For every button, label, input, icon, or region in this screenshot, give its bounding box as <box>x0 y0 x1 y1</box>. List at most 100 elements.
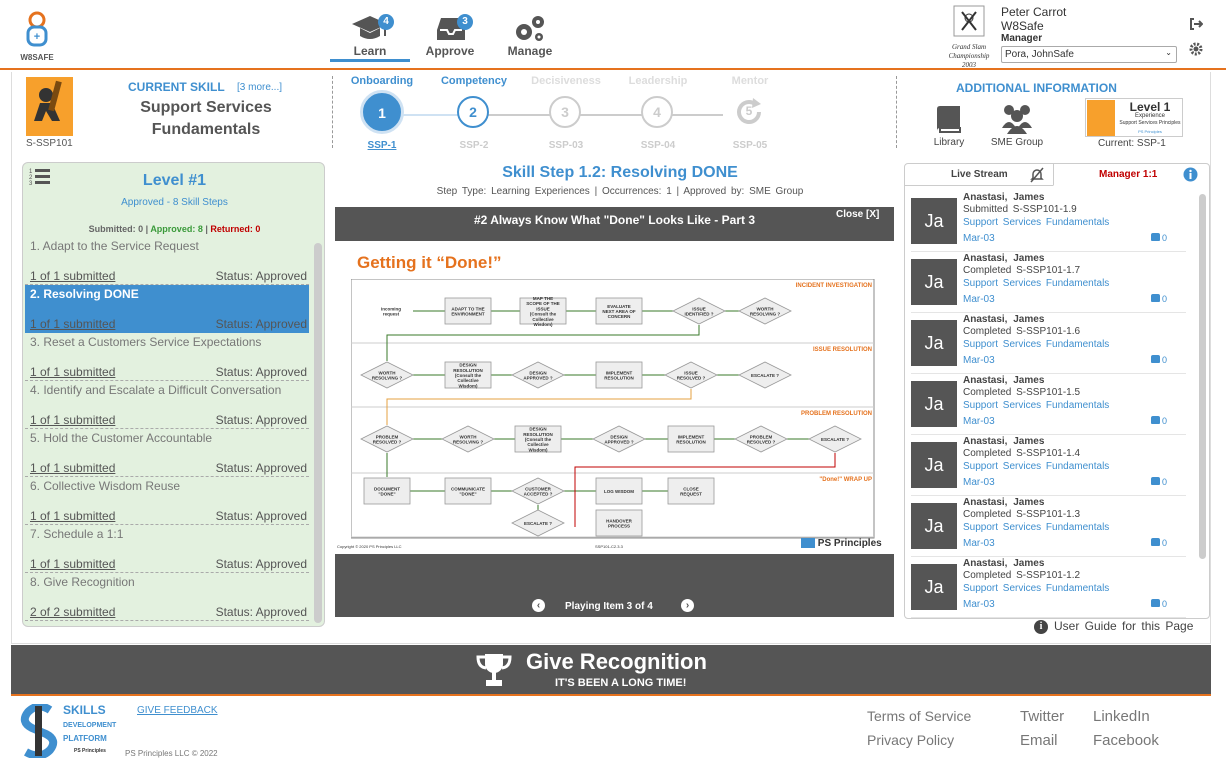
skill-step-item[interactable]: 4. Identify and Escalate a Difficult Con… <box>25 381 309 429</box>
list-scrollbar[interactable] <box>314 243 322 623</box>
next-button[interactable]: › <box>681 599 694 612</box>
user-org: W8Safe <box>1001 19 1044 33</box>
like-button[interactable]: 0 <box>1151 416 1167 426</box>
library-link[interactable]: Library <box>926 102 972 148</box>
nav-approve-label: Approve <box>425 44 475 58</box>
stream-skill-link[interactable]: Support Services Fundamentals <box>963 522 1110 533</box>
step-mentor[interactable]: Mentor 5 SSP-05 <box>705 72 795 151</box>
stream-action: Completed S-SSP101-1.5 <box>963 387 1081 398</box>
skill-step-status: Status: Approved <box>215 413 307 427</box>
user-role: Manager <box>1001 33 1043 44</box>
sdp-logo-icon[interactable] <box>18 704 60 758</box>
skill-image[interactable] <box>26 77 73 136</box>
like-button[interactable]: 0 <box>1151 599 1167 609</box>
flow-box <box>363 477 411 505</box>
step-leadership[interactable]: Leadership 4 SSP-04 <box>613 72 703 151</box>
w8safe-logo[interactable]: + W8SAFE <box>18 10 56 62</box>
more-skills-link[interactable]: [3 more...] <box>237 82 283 93</box>
nav-approve[interactable]: 3 Approve <box>410 12 490 62</box>
step-onboarding[interactable]: Onboarding 1 SSP-1 <box>337 72 427 151</box>
flow-node-label: ESCALATE ? <box>524 521 552 526</box>
stream-skill-link[interactable]: Support Services Fundamentals <box>963 278 1110 289</box>
avatar: Ja <box>911 198 957 244</box>
video-close-button[interactable]: Close [X] <box>836 209 880 220</box>
settings-gear-icon[interactable] <box>1189 42 1203 56</box>
stream-skill-link[interactable]: Support Services Fundamentals <box>963 339 1110 350</box>
like-button[interactable]: 0 <box>1151 538 1167 548</box>
linkedin-link[interactable]: LinkedIn <box>1093 708 1150 725</box>
like-button[interactable]: 0 <box>1151 294 1167 304</box>
skill-step-status: Status: Approved <box>215 365 307 379</box>
w8safe-logo-icon: + <box>26 11 48 47</box>
step-wizard: Onboarding 1 SSP-1 Competency 2 SSP-2 De… <box>337 72 797 152</box>
notifications-muted-icon[interactable] <box>1029 167 1045 183</box>
terms-link[interactable]: Terms of Service <box>867 708 972 724</box>
like-button[interactable]: 0 <box>1151 233 1167 243</box>
user-select[interactable]: Pora, JohnSafe ⌄ <box>1001 46 1177 63</box>
skill-step-submitted-link[interactable]: 1 of 1 submitted <box>30 461 116 475</box>
facebook-link[interactable]: Facebook <box>1093 732 1159 749</box>
like-button[interactable]: 0 <box>1151 477 1167 487</box>
flow-box <box>514 425 562 453</box>
numbered-list-icon[interactable]: 123 <box>29 167 51 187</box>
flow-box <box>667 477 715 505</box>
skill-step-submitted-link[interactable]: 2 of 2 submitted <box>30 605 116 619</box>
skill-step-submitted-link[interactable]: 1 of 1 submitted <box>30 413 116 427</box>
skill-step-submitted-link[interactable]: 1 of 1 submitted <box>30 509 116 523</box>
flow-connector <box>574 453 836 527</box>
skill-step-submitted-link[interactable]: 1 of 1 submitted <box>30 317 116 331</box>
stream-skill-link[interactable]: Support Services Fundamentals <box>963 583 1110 594</box>
skill-step-submitted-link[interactable]: 1 of 1 submitted <box>30 365 116 379</box>
nav-learn[interactable]: 4 Learn <box>330 12 410 62</box>
twitter-link[interactable]: Twitter <box>1020 708 1065 725</box>
stream-date: Mar-03 <box>963 477 995 488</box>
step-competency[interactable]: Competency 2 SSP-2 <box>429 72 519 151</box>
nav-manage[interactable]: Manage <box>490 12 570 62</box>
stream-skill-link[interactable]: Support Services Fundamentals <box>963 400 1110 411</box>
skill-step-submitted-link[interactable]: 1 of 1 submitted <box>30 557 116 571</box>
email-link[interactable]: Email <box>1020 732 1058 749</box>
submitted-count: 0 <box>138 224 144 234</box>
sme-group-link[interactable]: SME Group <box>986 102 1048 148</box>
thumbs-up-icon <box>1151 233 1160 241</box>
give-recognition-banner[interactable]: Give Recognition IT'S BEEN A LONG TIME! <box>11 645 1211 696</box>
privacy-link[interactable]: Privacy Policy <box>867 732 955 748</box>
logout-icon[interactable] <box>1189 17 1203 31</box>
tab-live-stream[interactable]: Live Stream <box>905 164 1053 186</box>
step-code: SSP-05 <box>732 140 768 151</box>
step-decisiveness[interactable]: Decisiveness 3 SSP-03 <box>521 72 611 151</box>
stream-action: Completed S-SSP101-1.7 <box>963 265 1081 276</box>
avatar: Ja <box>911 503 957 549</box>
skill-step-item[interactable]: 3. Reset a Customers Service Expectation… <box>25 333 309 381</box>
user-select-value: Pora, JohnSafe <box>1005 49 1074 60</box>
step-title: Onboarding <box>350 75 414 87</box>
level-title: Level #1 <box>142 172 207 189</box>
like-button[interactable]: 0 <box>1151 355 1167 365</box>
flow-node-label: ESCALATE ? <box>821 437 849 442</box>
info-icon[interactable] <box>1183 167 1198 182</box>
prev-button[interactable]: ‹ <box>532 599 545 612</box>
stream-skill-link[interactable]: Support Services Fundamentals <box>963 461 1110 472</box>
tab-manager[interactable]: Manager 1:1 <box>1053 164 1209 186</box>
skill-step-submitted-link[interactable]: 1 of 1 submitted <box>30 269 116 283</box>
flow-decision <box>738 297 792 325</box>
give-feedback-link[interactable]: GIVE FEEDBACK <box>137 705 218 716</box>
stream-skill-link[interactable]: Support Services Fundamentals <box>963 217 1110 228</box>
video-player[interactable]: #2 Always Know What "Done" Looks Like - … <box>335 207 894 617</box>
stream-scrollbar[interactable] <box>1199 194 1206 559</box>
level-card[interactable]: Level 1 Experience Support Services Prin… <box>1085 98 1183 137</box>
